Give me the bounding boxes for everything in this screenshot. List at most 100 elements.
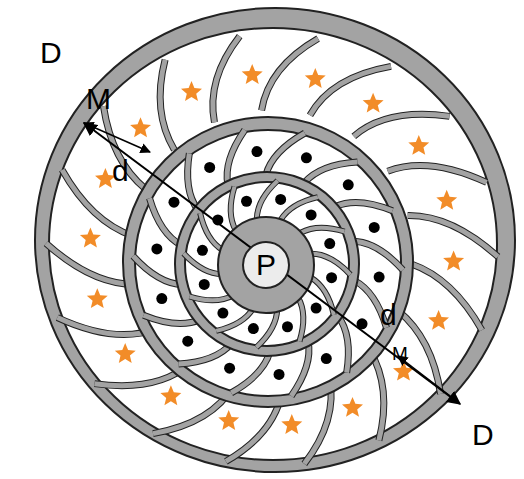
septum-outline — [256, 309, 277, 347]
septum — [388, 165, 487, 182]
black-dot — [197, 245, 208, 256]
septum — [335, 202, 392, 210]
dimension-label: M — [392, 344, 408, 363]
diameter-arrow — [84, 123, 460, 404]
septum — [281, 197, 318, 220]
dimension-label: D — [472, 420, 494, 450]
septum — [408, 215, 498, 256]
septum — [301, 228, 345, 233]
septum-outline — [411, 264, 482, 330]
septum-outline — [231, 187, 236, 231]
orange-star — [281, 414, 302, 434]
orange-star — [443, 251, 464, 271]
dimension-label: M — [86, 84, 111, 114]
septum-outline — [213, 36, 240, 122]
septum-outline — [184, 253, 222, 274]
septum — [184, 253, 222, 274]
black-dot — [182, 336, 193, 347]
middle-septa — [133, 130, 403, 396]
orange-star — [436, 190, 457, 210]
septum-outline — [266, 133, 305, 175]
black-dot — [301, 152, 312, 163]
septum-outline — [160, 60, 174, 150]
septum-outline — [408, 215, 498, 256]
orange-star — [160, 385, 181, 405]
septum-outline — [353, 241, 403, 270]
black-dot — [275, 194, 286, 205]
septum — [257, 181, 278, 219]
orange-star — [408, 135, 429, 155]
septum — [216, 308, 253, 331]
black-dot — [321, 353, 332, 364]
orange-star — [242, 64, 263, 84]
orange-star — [181, 81, 202, 101]
black-dot — [282, 321, 293, 332]
black-dot — [241, 196, 252, 207]
black-dot — [151, 243, 162, 254]
orange-star — [80, 228, 101, 248]
orange-star — [342, 397, 363, 417]
orange-star — [87, 288, 108, 308]
inner-whorl-wall — [175, 172, 359, 356]
orange-star — [115, 343, 136, 363]
septum-outline — [262, 39, 319, 111]
black-dot — [374, 272, 385, 283]
black-dot — [217, 308, 228, 319]
septum — [312, 254, 350, 275]
dimension-label: d — [112, 156, 129, 186]
black-dot — [199, 279, 210, 290]
black-dot — [324, 238, 335, 249]
black-dot — [156, 293, 167, 304]
dimension-label: D — [40, 38, 62, 68]
septum — [338, 316, 348, 373]
middle-whorl-wall — [123, 117, 413, 407]
node-label: P — [256, 250, 276, 280]
black-dot — [224, 363, 235, 374]
septum — [266, 133, 305, 175]
septum-outline — [231, 351, 270, 393]
inner-chamber-band — [185, 182, 349, 346]
black-dot — [274, 369, 285, 380]
septum-outline — [388, 165, 487, 182]
septum — [213, 36, 240, 122]
septum — [262, 39, 319, 111]
orange-star — [363, 93, 384, 113]
inner-septa — [184, 181, 351, 348]
orange-star — [393, 361, 414, 381]
protoconch-fill — [243, 242, 289, 288]
black-dot — [369, 222, 380, 233]
black-dot — [306, 209, 317, 220]
septum — [256, 309, 277, 347]
orange-star — [428, 310, 449, 330]
orange-star — [218, 410, 239, 430]
black-dot — [204, 162, 215, 173]
innermost-whorl — [218, 217, 314, 313]
black-dot — [311, 303, 322, 314]
septum-outline — [354, 114, 450, 136]
black-dot — [248, 323, 259, 334]
orange-stars — [80, 64, 464, 434]
black-dots — [197, 194, 337, 334]
septum-outline — [190, 295, 234, 300]
black-dot — [251, 146, 262, 157]
septum-outline — [281, 197, 318, 220]
protoconch-circle: P — [241, 240, 291, 290]
outer-septa — [46, 36, 498, 464]
black-dot — [168, 197, 179, 208]
septum-outline — [310, 66, 391, 115]
septum — [231, 187, 236, 231]
dimension-label: d — [380, 300, 397, 330]
septum — [310, 66, 391, 115]
outer-shell — [35, 8, 515, 472]
middle-chamber-band — [135, 130, 401, 396]
septum — [231, 351, 270, 393]
black-dot — [343, 179, 354, 190]
orange-star — [130, 117, 151, 137]
orange-star — [305, 68, 326, 88]
septum-outline — [338, 316, 348, 373]
septum-outline — [257, 181, 278, 219]
septum — [411, 264, 482, 330]
black-dots — [151, 146, 384, 380]
septum-outline — [301, 228, 345, 233]
